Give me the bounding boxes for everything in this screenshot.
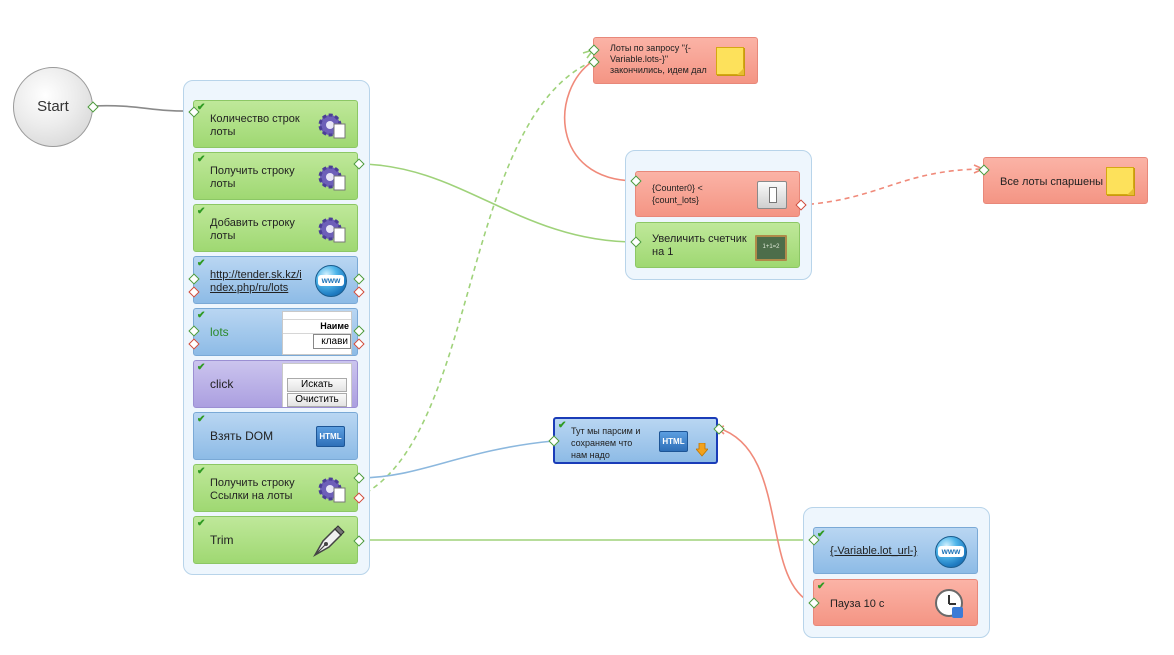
lot-url-link[interactable]: {-Variable.lot_url-} [830,545,918,557]
node-label: Получить строку лоты [210,165,295,190]
open-lot-url-node[interactable]: ✔ {-Variable.lot_url-} www [813,527,978,574]
pause-node[interactable]: ✔ Пауза 10 с [813,579,978,626]
check-icon: ✔ [817,581,826,592]
node-label: Получить строку Ссылки на лоты [210,477,295,502]
html-icon-text: HTML [662,437,685,446]
take-dom-node[interactable]: ✔ Взять DOM HTML [193,412,358,460]
start-node[interactable]: Start [13,67,93,147]
check-icon: ✔ [197,206,206,217]
wire-condition-to-done-note [799,168,984,206]
check-icon: ✔ [197,258,206,269]
check-icon: ✔ [197,102,206,113]
html-icon: HTML [316,426,345,447]
start-label: Start [37,98,69,115]
check-icon: ✔ [197,466,206,477]
note-label: Все лоты спаршены [1000,176,1104,188]
wire-parse-to-get-links [357,440,554,479]
sticky-note-icon [716,47,744,75]
gear-icon [318,165,346,191]
switch-icon [757,181,787,209]
open-url-node[interactable]: ✔ http://tender.sk.kz/i ndex.php/ru/lots… [193,256,358,304]
all-lots-parsed-note[interactable]: Все лоты спаршены [983,157,1148,204]
node-label: click [210,377,234,391]
www-badge-text: www [938,546,964,557]
get-row-node[interactable]: ✔ Получить строку лоты [193,152,358,200]
wire-increment-to-get-row [357,163,636,243]
html-icon: HTML [659,431,688,452]
www-globe-icon: www [315,265,347,297]
node-label: Пауза 10 с [830,598,885,610]
www-badge-text: www [318,275,344,286]
click-node[interactable]: ✔ click Искать Очистить [193,360,358,408]
stopwatch-icon [935,589,963,618]
html-icon-text: HTML [319,432,342,441]
get-links-row-node[interactable]: ✔ Получить строку Ссылки на лоты [193,464,358,512]
preview-search-button: Искать [287,378,347,392]
node-label: Взять DOM [210,429,274,443]
check-icon: ✔ [558,420,567,431]
preview-row: клави [313,334,351,349]
www-globe-icon: www [935,536,967,568]
lots-element-node[interactable]: ✔ lots Наиме клави [193,308,358,356]
pause-badge-icon [952,607,963,618]
node-label: Количество строк лоты [210,113,300,138]
increment-counter-node[interactable]: Увеличить счетчик на 1 1+1=2 [635,222,800,268]
element-preview: Искать Очистить [282,363,352,407]
gear-icon [318,477,346,503]
check-icon: ✔ [197,414,206,425]
add-row-node[interactable]: ✔ Добавить строку лоты [193,204,358,252]
chalkboard-icon: 1+1=2 [755,235,787,261]
check-icon: ✔ [197,310,206,321]
sticky-note-icon [1106,167,1134,195]
gear-icon [318,217,346,243]
preview-row: Наиме [283,320,351,334]
check-icon: ✔ [197,518,206,529]
counter-condition-node[interactable]: {Counter0} < {count_lots} [635,171,800,217]
note-label: Лоты по запросу "{- Variable.lots-}" зак… [610,43,707,75]
lots-finished-note[interactable]: Лоты по запросу "{- Variable.lots-}" зак… [593,37,758,84]
wire-start-to-count [91,104,194,112]
node-label: lots [210,325,229,339]
node-label: Увеличить счетчик на 1 [652,233,747,258]
wire-pause-to-parse [717,427,813,604]
url-link[interactable]: http://tender.sk.kz/i ndex.php/ru/lots [210,269,302,294]
check-icon: ✔ [817,529,826,540]
check-icon: ✔ [197,154,206,165]
gear-icon [318,113,346,139]
check-icon: ✔ [197,362,206,373]
node-label: Добавить строку лоты [210,217,295,242]
board-text: 1+1=2 [762,244,780,250]
element-preview: Наиме клави [282,311,352,355]
node-label: {Counter0} < {count_lots} [652,183,703,205]
node-label: Тут мы парсим и сохраняем что нам надо [571,426,641,460]
pen-nib-icon [312,525,345,558]
count-rows-node[interactable]: ✔ Количество строк лоты [193,100,358,148]
preview-clear-button: Очистить [287,393,347,407]
trim-node[interactable]: ✔ Trim [193,516,358,564]
preview-row [283,312,351,320]
arrow-down-icon [696,443,708,457]
parse-dom-node[interactable]: ✔ Тут мы парсим и сохраняем что нам надо… [553,417,718,464]
node-label: Trim [210,533,234,547]
